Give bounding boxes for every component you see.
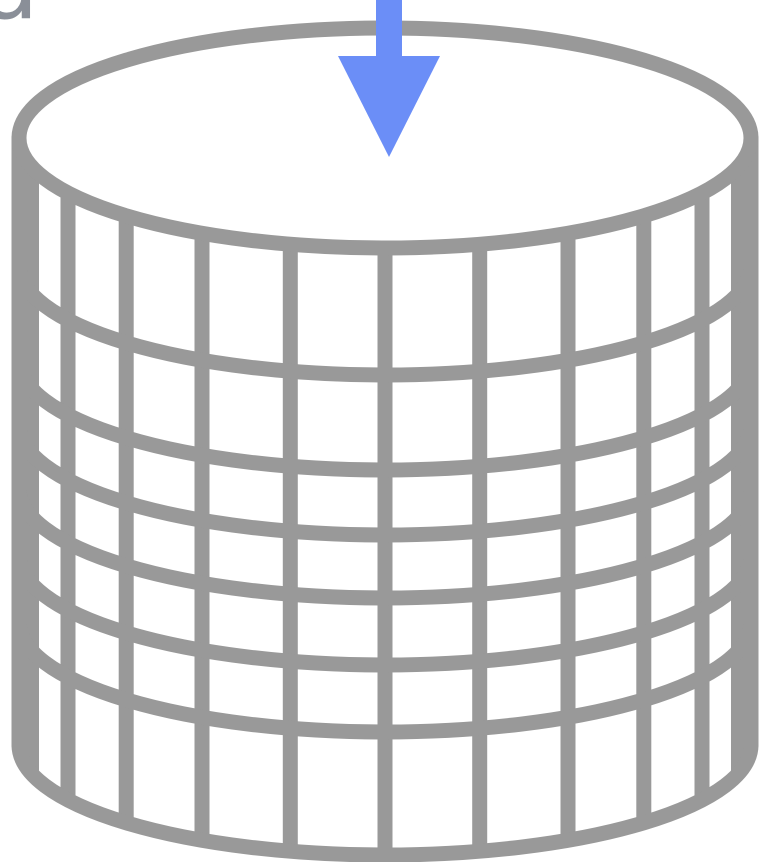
arrow-shaft: [376, 0, 402, 62]
database-cylinder-icon: [19, 28, 751, 855]
partial-label-text: a: [0, 0, 38, 40]
